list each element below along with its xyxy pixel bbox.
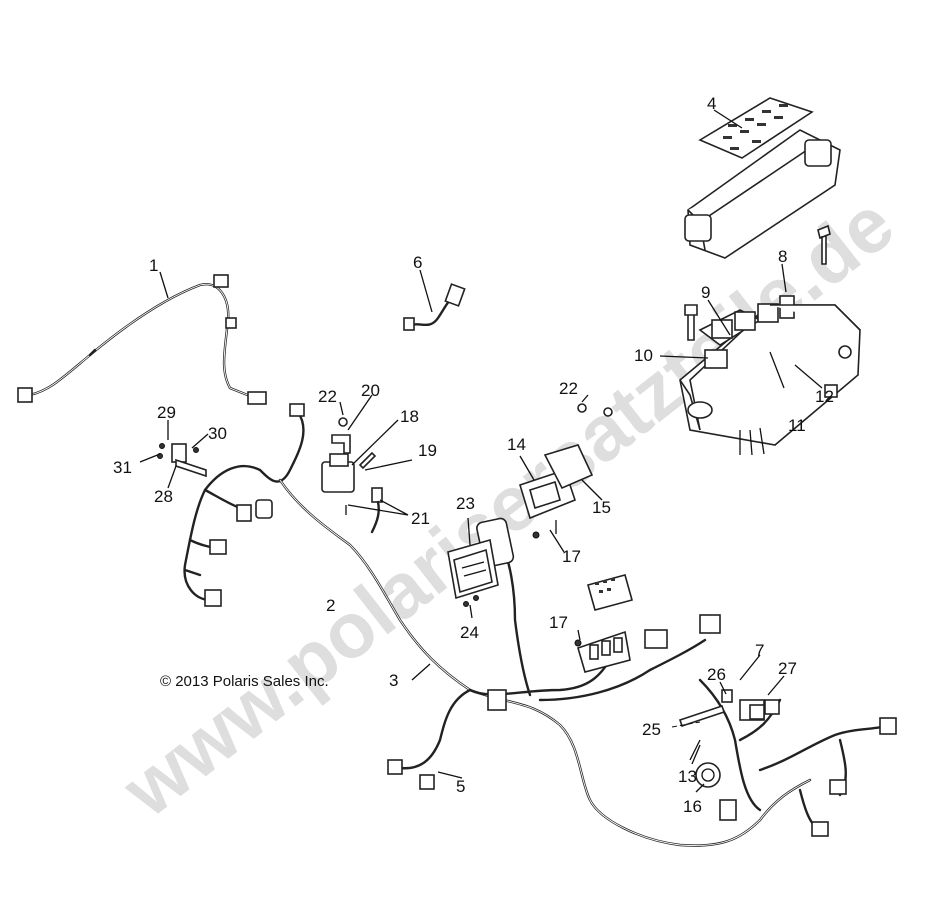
sensor-lead-6: [403, 283, 466, 331]
callout-label: 22: [559, 379, 578, 398]
callout-label: 17: [562, 547, 581, 566]
callout-label: 7: [755, 641, 764, 660]
callout-label: 3: [389, 671, 398, 690]
callout-label: 10: [634, 346, 653, 365]
harness-5: [387, 688, 472, 790]
callout-label: 22: [318, 387, 337, 406]
ecu-23: [447, 538, 499, 607]
callout-label: 13: [678, 767, 697, 786]
callout-label: 16: [683, 797, 702, 816]
callout-label: 2: [326, 596, 335, 615]
callout-label: 9: [701, 283, 710, 302]
callout-label: 23: [456, 494, 475, 513]
copyright-text: © 2013 Polaris Sales Inc.: [160, 673, 329, 690]
module-14-15: [519, 444, 594, 539]
callout-label: 28: [154, 487, 173, 506]
callout-label: 12: [815, 387, 834, 406]
callout-label: 15: [592, 498, 611, 517]
callout-label: 6: [413, 253, 422, 272]
callout-label: 14: [507, 435, 526, 454]
leader-lines: [139, 109, 823, 793]
callout-labels: 1 2 3 4 5 6 7 8 9 10 11 12 13 14 15 16 1…: [113, 94, 834, 816]
callout-label: 21: [411, 509, 430, 528]
callout-label: 26: [707, 665, 726, 684]
ground-and-grommet: [678, 689, 780, 788]
bracket-28: [157, 443, 207, 478]
harness-1: [17, 274, 267, 405]
callout-label: 8: [778, 247, 787, 266]
fuse-box-cover: [684, 97, 841, 265]
callout-label: 30: [208, 424, 227, 443]
terminal-block: [574, 574, 633, 673]
callout-label: 17: [549, 613, 568, 632]
fuse-relay-box: [679, 295, 861, 456]
callout-label: 11: [788, 416, 806, 435]
callout-label: 25: [642, 720, 661, 739]
callout-label: 27: [778, 659, 797, 678]
callout-label: 4: [707, 94, 716, 113]
callout-label: 29: [157, 403, 176, 422]
callout-label: 19: [418, 441, 437, 460]
callout-label: 1: [149, 256, 158, 275]
callout-label: 18: [400, 407, 419, 426]
relay-bracket-group: [321, 403, 613, 534]
callout-label: 5: [456, 777, 465, 796]
callout-label: 31: [113, 458, 132, 477]
callout-label: 24: [460, 623, 479, 642]
callout-label: 20: [361, 381, 380, 400]
